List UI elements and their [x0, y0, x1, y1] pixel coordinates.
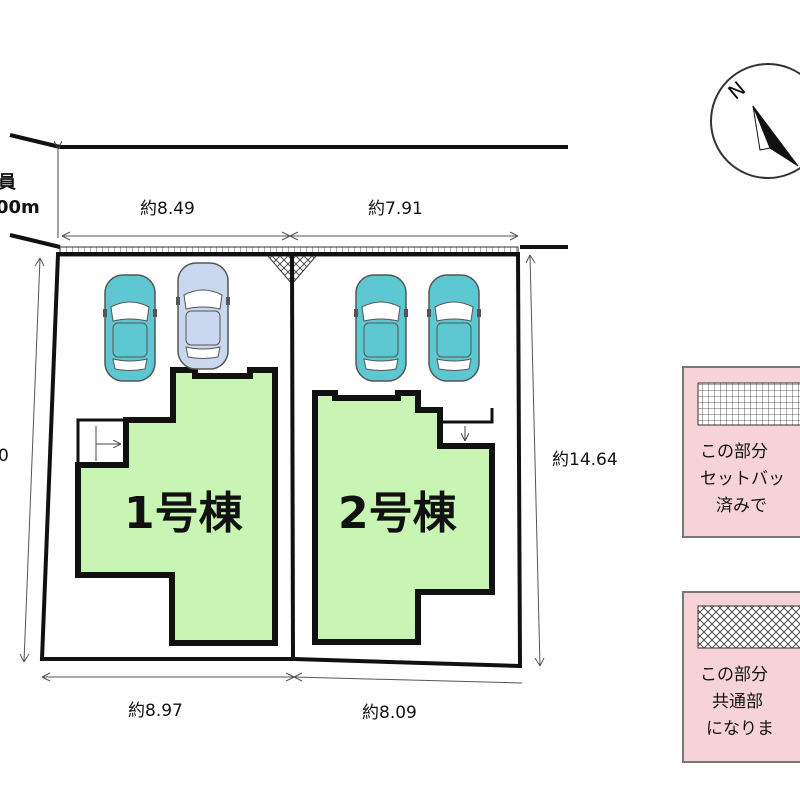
road-bottom-edge-left: [9, 233, 61, 249]
building-2-footprint: [312, 390, 495, 645]
car-part: [103, 309, 107, 317]
car-part: [112, 322, 148, 358]
car-part: [363, 358, 399, 371]
bottom-dimensions: 約8.97 約8.09: [41, 672, 523, 723]
top-dimensions: 約8.49 約7.91: [61, 199, 519, 241]
lot-divider: [290, 255, 295, 662]
legend-common-line-2: 共通部: [712, 692, 763, 712]
legend-common-line-1: この部分: [700, 665, 768, 685]
car-part: [354, 309, 358, 317]
building-2-label: 2号棟: [338, 488, 458, 539]
car-part: [226, 297, 230, 305]
legend-common-swatch: [697, 605, 800, 649]
car-part: [183, 289, 223, 310]
car-part: [436, 322, 472, 358]
compass: N: [710, 63, 800, 179]
car-icon: [427, 274, 481, 382]
dimension-top-right: 約7.91: [368, 199, 423, 219]
cars: [103, 262, 481, 382]
building-1: 1号棟: [75, 367, 278, 646]
road-width-label-1: 員: [0, 172, 16, 193]
car-part: [361, 301, 401, 322]
legend-common-line-3: になりま: [706, 719, 774, 739]
dimension-bottom-right: 約8.09: [362, 703, 417, 723]
car-icon: [354, 274, 408, 382]
car-part: [176, 297, 180, 305]
legend-setback: この部分 セットバッ 済みで: [682, 366, 800, 538]
car-part: [427, 309, 431, 317]
building-2: 2号棟: [312, 390, 495, 645]
legend-setback-line-2: セットバッ: [700, 469, 785, 489]
legend-common: この部分 共通部 になりま: [682, 591, 800, 763]
car-part: [434, 301, 474, 322]
legend-setback-line-3: 済みで: [716, 496, 767, 516]
car-part: [404, 309, 408, 317]
dimension-left-side: 0: [0, 446, 9, 466]
legend-setback-swatch: [697, 382, 800, 426]
car-part: [110, 301, 150, 322]
car-icon: [176, 262, 230, 370]
car-icon: [103, 274, 157, 382]
car-part: [112, 358, 148, 371]
car-part: [153, 309, 157, 317]
lot-boundary: [39, 252, 523, 669]
road: 員 00m: [0, 133, 568, 249]
road-width-label-2: 00m: [0, 197, 40, 218]
car-part: [477, 309, 481, 317]
car-part: [436, 358, 472, 371]
dimension-right-side: 約14.64: [552, 450, 618, 470]
dimension-bottom-left: 約8.97: [128, 701, 183, 721]
road-top-edge-left: [9, 133, 61, 149]
side-dimensions: 0 約14.64: [0, 254, 618, 667]
legend-setback-line-1: この部分: [700, 442, 768, 462]
car-part: [363, 322, 399, 358]
building-1-label: 1号棟: [124, 488, 244, 539]
dimension-top-left: 約8.49: [140, 199, 195, 219]
car-part: [185, 346, 221, 359]
car-part: [185, 310, 221, 346]
